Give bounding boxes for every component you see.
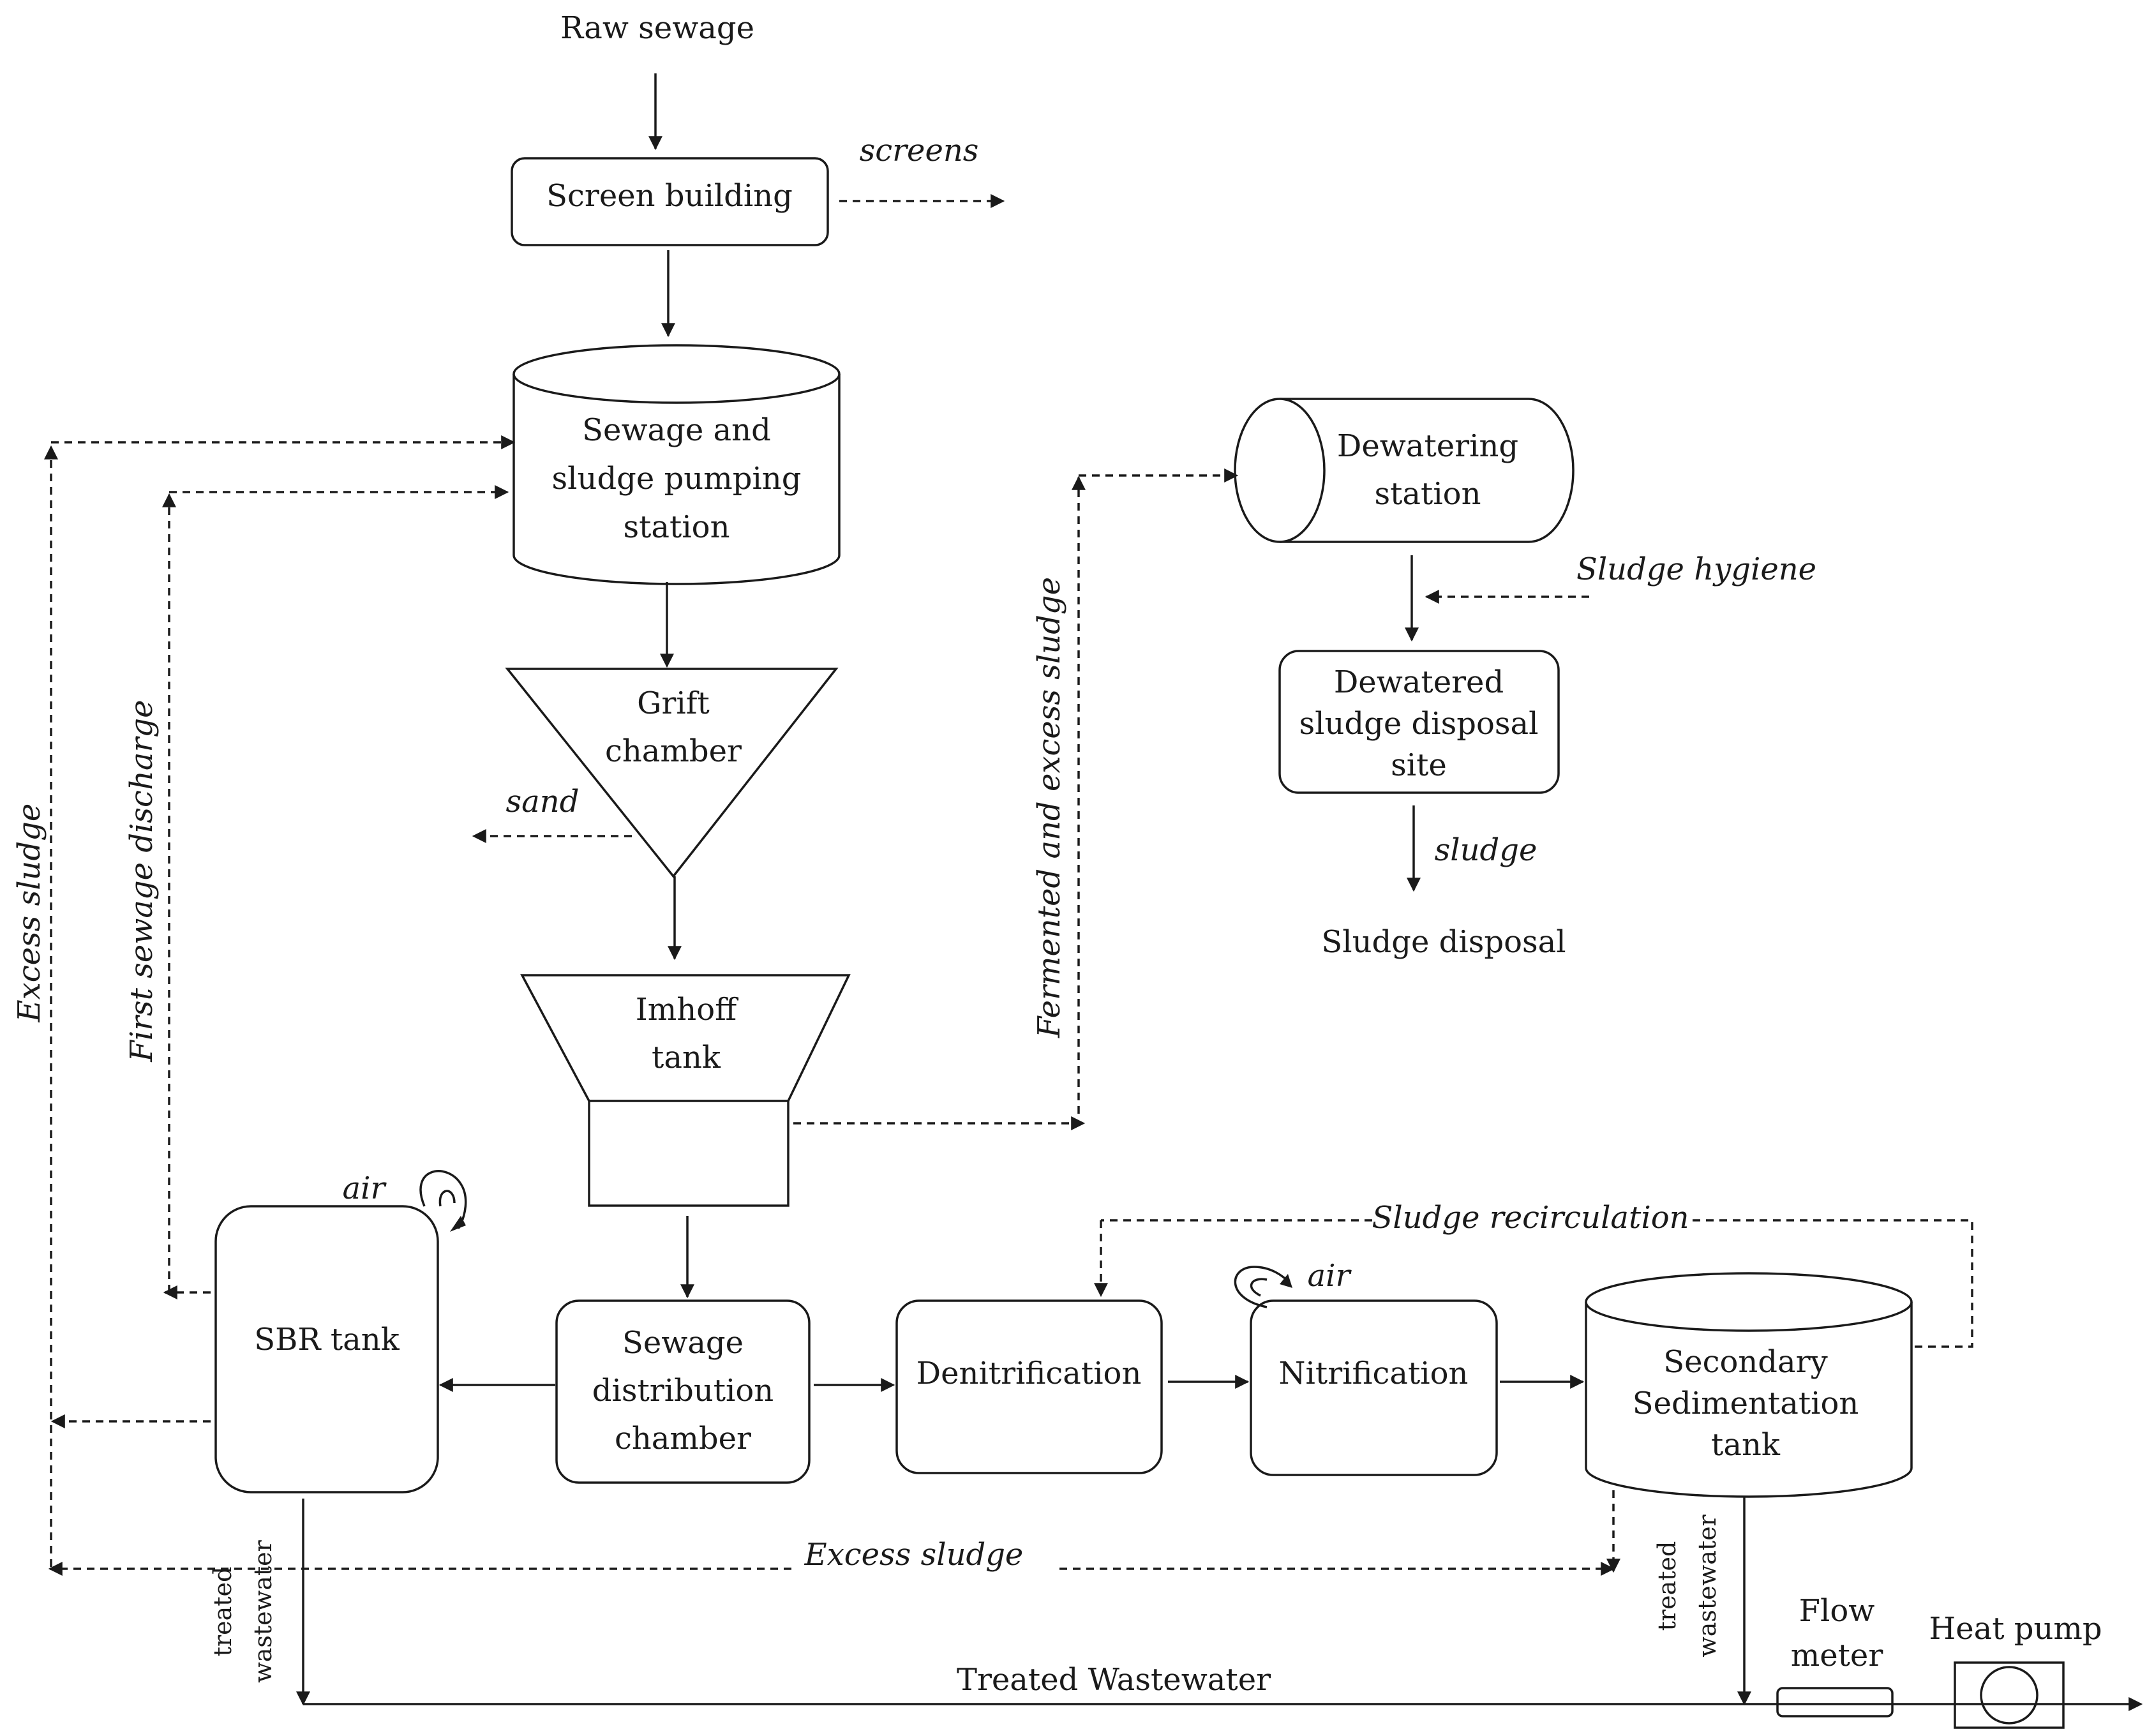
dewatering-station-label-line-1: Dewatering [1337,428,1518,464]
sbr-tank-label: SBR tank [254,1322,400,1358]
treated-wastewater-sec-label-line-1: treated [1653,1541,1681,1631]
secondary-sedimentation-label-line-2: Sedimentation [1633,1386,1859,1421]
distribution-chamber-label-line-3: chamber [615,1421,751,1456]
distribution-chamber-label-line-2: distribution [592,1373,774,1409]
sludge-hygiene-label: Sludge hygiene [1576,551,1816,587]
fermented-excess-sludge-label: Fermented and excess sludge [1031,577,1067,1038]
raw-sewage-label: Raw sewage [560,10,754,46]
flow-meter-label-line-1: Flow [1799,1593,1875,1629]
dewatered-site-label-line-1: Dewatered [1334,664,1504,700]
treated-wastewater-main-label: Treated Wastewater [957,1662,1271,1698]
treated-wastewater-sbr-label-line-2: wastewater [249,1539,277,1682]
secondary-sedimentation-node: Secondary Sedimentation tank [1585,1272,1913,1498]
dewatered-site-node: Dewatered sludge disposal site [1278,650,1560,794]
first-sewage-discharge-label: First sewage discharge [124,700,160,1062]
air-icon-nitrification [1234,1266,1292,1308]
dewatered-site-label-line-2: sludge disposal [1299,706,1539,742]
pumping-station-label-line-1: Sewage and [582,412,771,448]
line-sludge-recirculation [1691,1219,1973,1348]
denitrification-label: Denitrification [916,1356,1142,1391]
screen-building-label: Screen building [546,178,793,214]
excess-sludge-bottom-label: Excess sludge [804,1537,1024,1573]
air-icon-sbr [419,1170,467,1232]
grit-chamber-label-line-2: chamber [605,733,742,769]
treated-wastewater-sec-label-line-2: wastewater [1693,1514,1721,1657]
sludge-label: sludge [1435,832,1537,868]
excess-sludge-side-label: Excess sludge [11,804,47,1023]
heat-pump-label: Heat pump [1929,1611,2102,1647]
sbr-tank-node: SBR tank [214,1205,439,1493]
screens-label: screens [860,133,979,168]
imhoff-tank-label-line-2: tank [652,1040,721,1075]
grit-chamber-node: Grift chamber [505,668,839,878]
pumping-station-label-line-3: station [624,509,730,545]
flow-meter-node: Flow meter [1776,1593,1894,1717]
screen-building-node: Screen building [511,157,829,246]
grit-chamber-label-line-1: Grift [637,685,710,721]
air-label-sbr: air [343,1171,387,1206]
imhoff-tank-label-line-1: Imhoff [636,992,738,1028]
treated-wastewater-sbr-label-line-1: treated [209,1567,237,1657]
dewatered-site-label-line-3: site [1391,747,1447,783]
pumping-station-node: Sewage and sludge pumping station [512,344,841,585]
sludge-disposal-label: Sludge disposal [1321,924,1566,960]
secondary-sedimentation-label-line-1: Secondary [1663,1344,1827,1380]
heat-pump-icon [1980,1666,2039,1725]
dewatering-station-label-line-2: station [1375,476,1481,512]
nitrification-label: Nitrification [1279,1356,1469,1391]
distribution-chamber-label-line-1: Sewage [622,1325,744,1361]
secondary-flow-arrows [44,194,1973,1576]
dewatering-station-node: Dewatering station [1234,398,1575,543]
flow-meter-label-line-2: meter [1791,1638,1883,1673]
main-flow-arrows [296,73,2143,1711]
distribution-chamber-node: Sewage distribution chamber [555,1299,811,1484]
sand-label: sand [506,784,580,819]
heat-pump-node: Heat pump [1929,1611,2102,1729]
imhoff-tank-node: Imhoff tank [520,974,851,1207]
air-label-nitrification: air [1308,1258,1352,1294]
sludge-recirculation-label: Sludge recirculation [1372,1200,1689,1236]
pumping-station-label-line-2: sludge pumping [552,461,802,497]
nitrification-node: Nitrification [1250,1299,1498,1476]
denitrification-node: Denitrification [895,1299,1163,1474]
secondary-sedimentation-label-line-3: tank [1711,1427,1781,1463]
